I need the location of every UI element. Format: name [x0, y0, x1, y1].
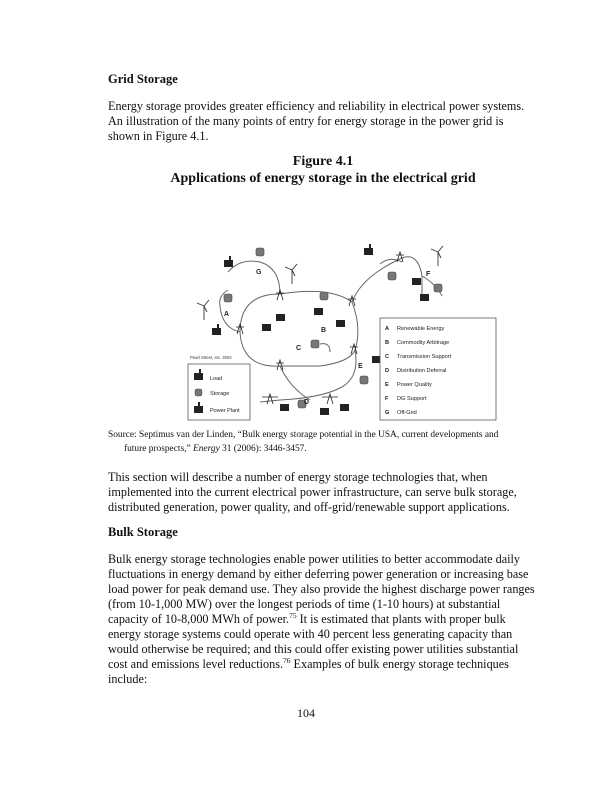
node-letter-e: E [358, 363, 363, 370]
footnote-ref-75[interactable]: 75 [289, 610, 297, 620]
legend-letter-f: F [385, 396, 389, 402]
grid-storage-paragraph: Energy storage provides greater efficien… [108, 99, 525, 143]
source-line-2: future prospects,” Energy 31 (2006): 344… [108, 442, 307, 456]
figure-title: Applications of energy storage in the el… [170, 171, 476, 186]
transmission-towers [236, 250, 404, 405]
power-plants [212, 244, 429, 415]
bulk-text-part-3: Examples of bulk energy storage techniqu… [108, 657, 509, 686]
node-letter-d: D [304, 399, 309, 406]
legend-letter-c: C [385, 354, 389, 360]
wind-turbines [196, 245, 444, 320]
legend-label-e: Power Quality [397, 382, 432, 388]
legend-label-g: Off-Grid [397, 410, 417, 416]
node-letter-g: G [256, 269, 262, 276]
legend-label-b: Commodity Arbitrage [397, 340, 449, 346]
legend-letter-e: E [385, 382, 389, 388]
figure-number: Figure 4.1 [292, 154, 354, 169]
legend-label-c: Transmission Support [397, 354, 452, 360]
legend-letter-b: B [385, 340, 389, 346]
application-legend: A Renewable Energy B Commodity Arbitrage… [379, 317, 497, 421]
page-number: 104 [297, 706, 315, 720]
legend-symbol-storage: Storage [210, 391, 229, 397]
bulk-storage-heading: Bulk Storage [108, 525, 178, 539]
grid-storage-heading: Grid Storage [108, 72, 178, 86]
energy-grid-diagram: A B C D E F G Pearl Street, Inc. 2002 Lo… [187, 244, 497, 421]
node-letters: A B C D E F G [224, 269, 431, 406]
node-letter-a: A [224, 311, 229, 318]
legend-letter-d: D [385, 368, 389, 374]
bulk-text-part-2: It is estimated that plants with proper … [108, 612, 519, 671]
figure-source: Source: Septimus van der Linden, “Bulk e… [108, 428, 538, 456]
source-journal: Energy [193, 444, 220, 454]
overview-paragraph: This section will describe a number of e… [108, 470, 517, 514]
grid-lines [219, 256, 443, 403]
legend-symbol-power-plant: Power Plant [210, 408, 240, 414]
legend-symbol-load: Load [210, 376, 222, 382]
source-line-1: Source: Septimus van der Linden, “Bulk e… [108, 430, 499, 440]
source-line-2-start: future prospects,” [124, 444, 193, 454]
legend-letter-g: G [385, 410, 389, 416]
bulk-storage-paragraph: Bulk energy storage technologies enable … [108, 552, 538, 687]
legend-label-f: DG Support [397, 396, 427, 402]
legend-label-a: Renewable Energy [397, 326, 444, 332]
symbol-legend: Load Storage Power Plant [187, 363, 251, 421]
node-letter-c: C [296, 345, 301, 352]
footnote-ref-76[interactable]: 76 [283, 655, 291, 665]
node-letter-b: B [321, 327, 326, 334]
bulk-text-part-1: Bulk energy storage technologies enable … [108, 552, 535, 626]
node-letter-f: F [426, 271, 431, 278]
figure-copyright: Pearl Street, Inc. 2002 [190, 355, 232, 360]
legend-label-d: Distribution Deferral [397, 368, 446, 374]
storage-units [223, 247, 443, 409]
source-line-2-end: 31 (2006): 3446-3457. [219, 444, 307, 454]
legend-letter-a: A [385, 326, 389, 332]
